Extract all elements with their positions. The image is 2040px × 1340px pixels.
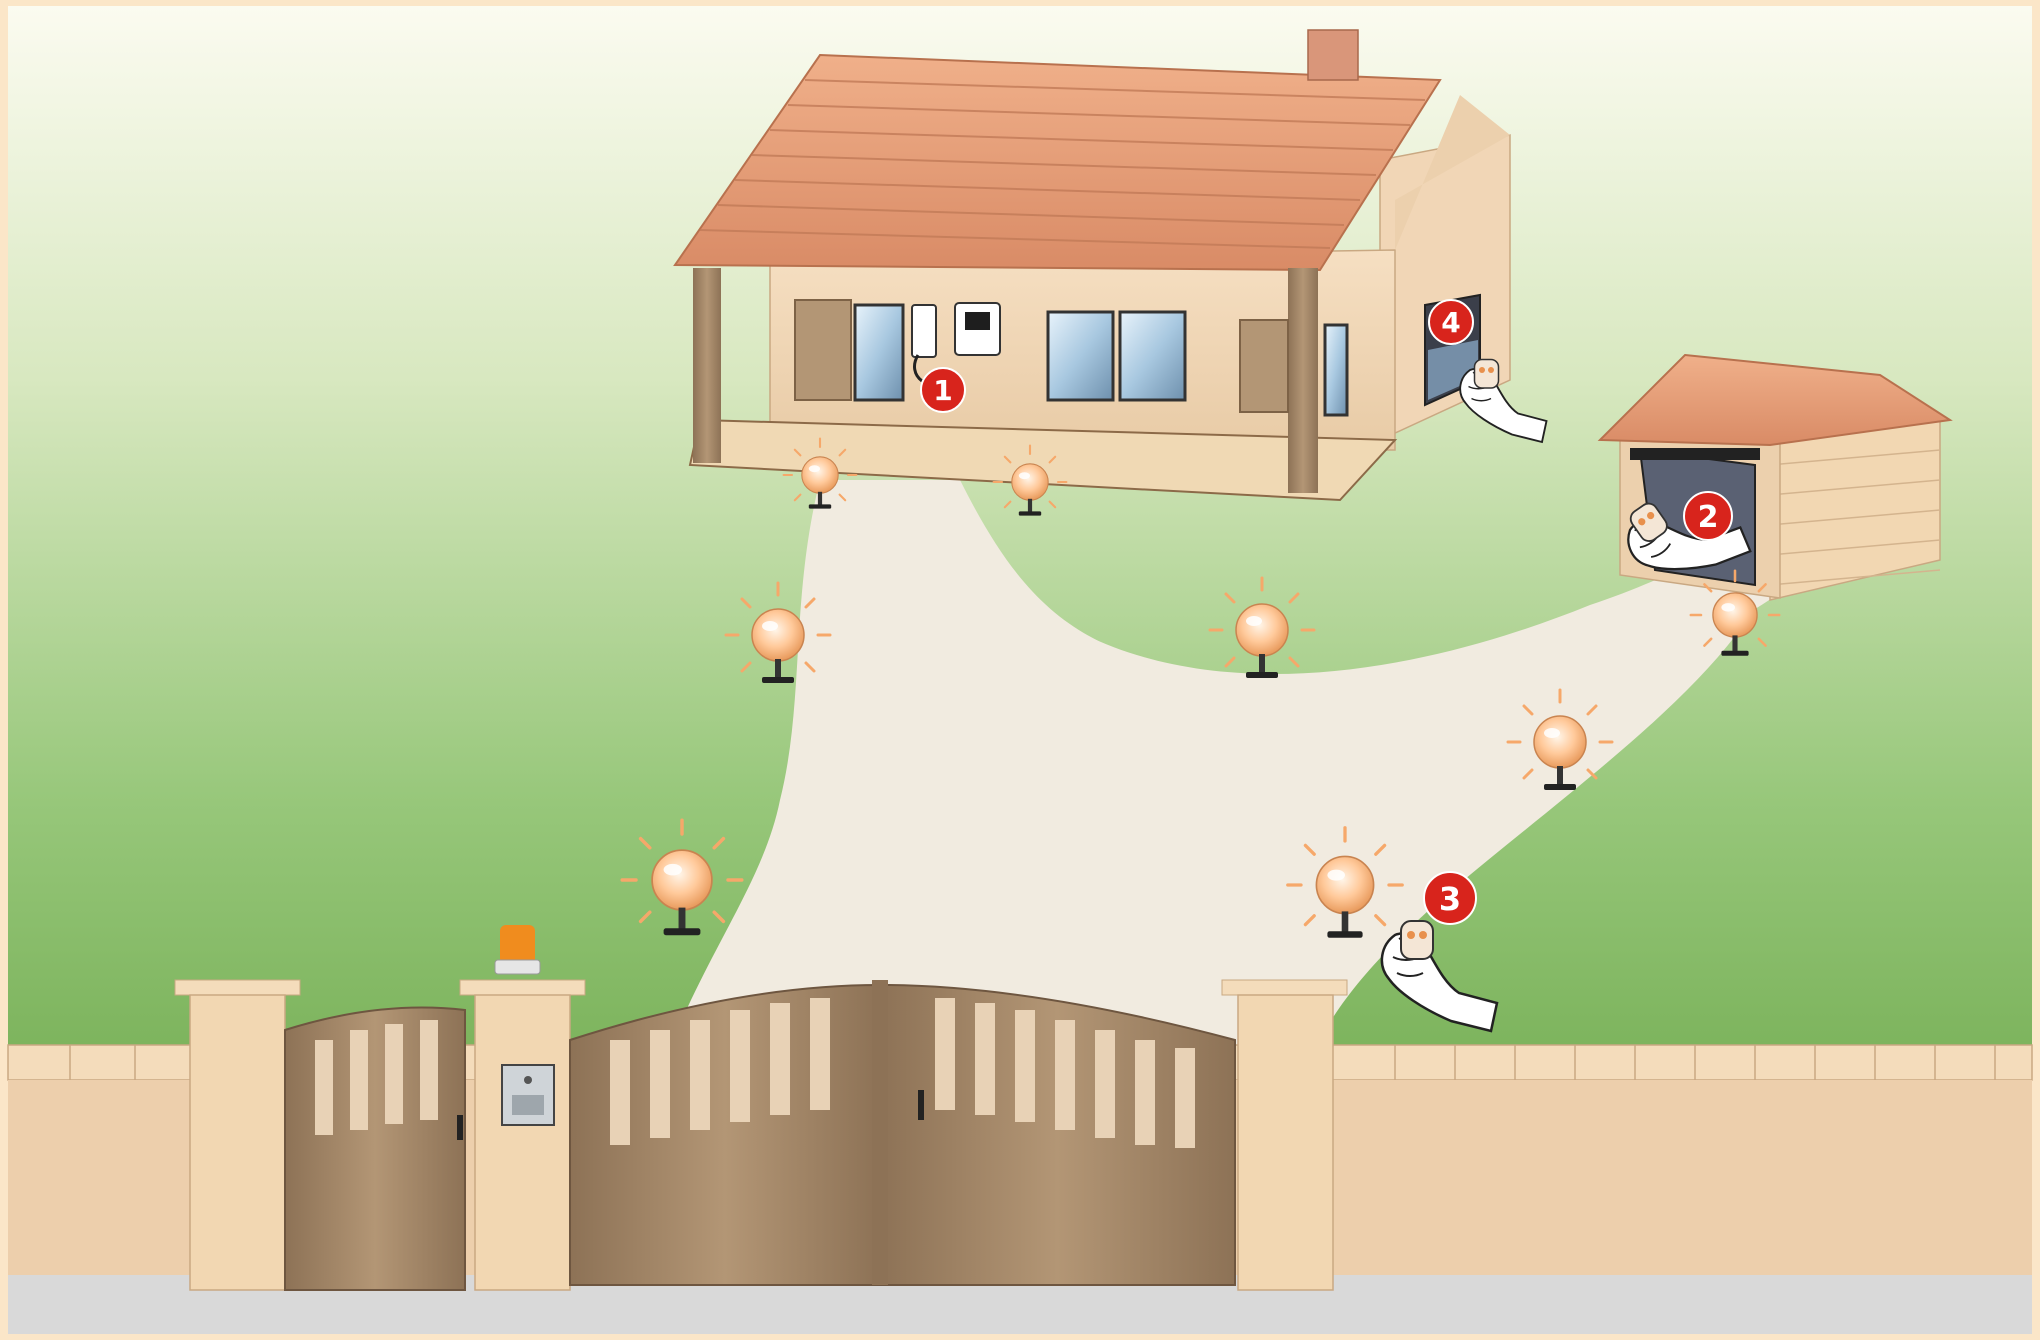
porch-post-right (1288, 268, 1318, 493)
marker-2-label: 2 (1698, 500, 1719, 535)
marker-1-label: 1 (933, 374, 952, 407)
intercom-panel-icon (502, 1065, 554, 1125)
pillar-right (1222, 980, 1347, 1290)
window-left (855, 305, 903, 400)
marker-1: 1 (921, 368, 965, 412)
marker-4: 4 (1429, 300, 1473, 344)
marker-3: 3 (1424, 872, 1476, 924)
house (675, 30, 1510, 500)
marker-4-label: 4 (1441, 306, 1460, 339)
pedestrian-gate (285, 1008, 465, 1291)
videophone-icon (955, 303, 1000, 355)
shutter-left (795, 300, 851, 400)
chimney (1308, 30, 1358, 80)
window-right (1325, 325, 1347, 415)
main-gate (570, 980, 1235, 1285)
porch-post-left (693, 268, 721, 463)
marker-2: 2 (1684, 492, 1732, 540)
pillar-middle (460, 980, 585, 1290)
pillar-left (175, 980, 300, 1290)
bay-window-2 (1120, 312, 1185, 400)
orange-beacon-icon (495, 925, 540, 974)
shutter-right (1240, 320, 1288, 412)
marker-3-label: 3 (1439, 880, 1461, 918)
bay-window-1 (1048, 312, 1113, 400)
